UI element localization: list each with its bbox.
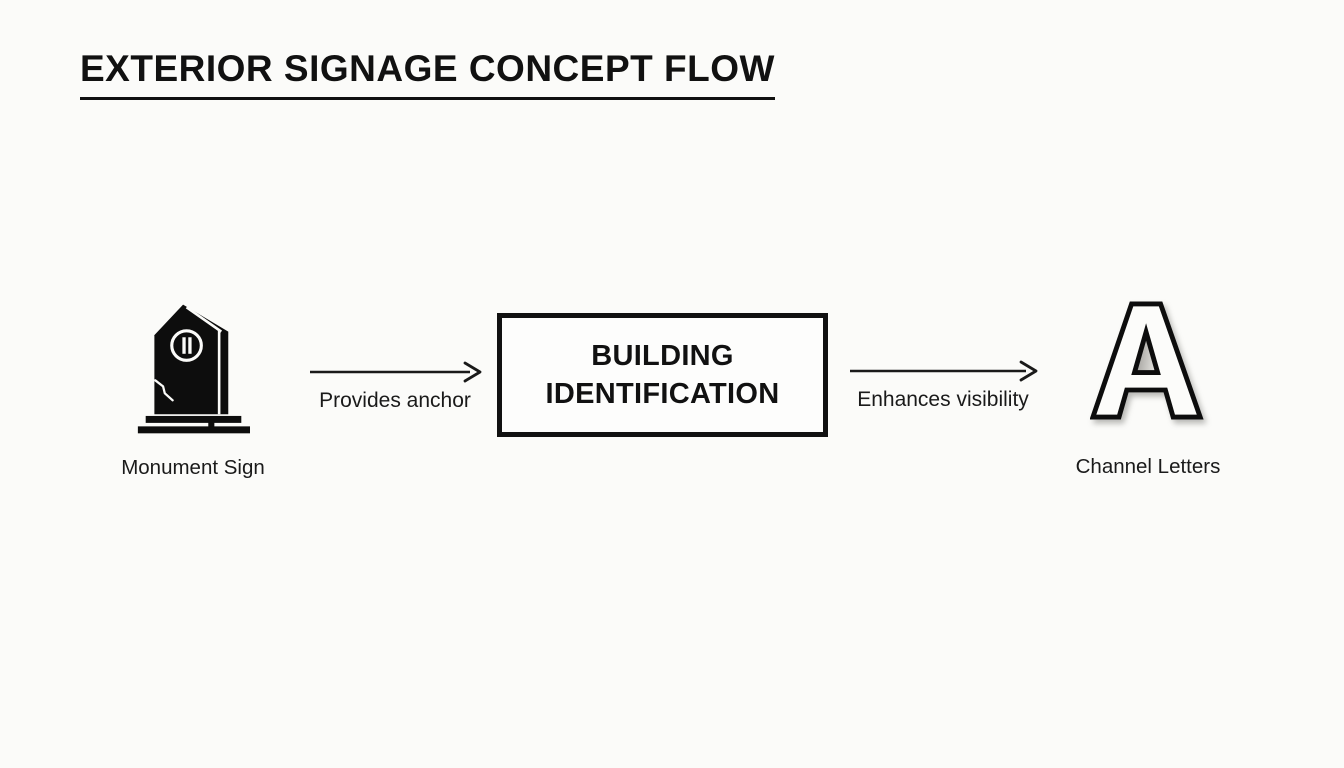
arrow-label-enhances-visibility: Enhances visibility <box>857 388 1029 411</box>
building-identification-box: BUILDING IDENTIFICATION <box>497 313 828 437</box>
node-channel-letters: Channel Letters <box>1058 301 1238 479</box>
node-monument-sign: Monument Sign <box>108 293 278 480</box>
monument-sign-label: Monument Sign <box>121 456 265 479</box>
arrow-enhances-visibility <box>850 360 1038 382</box>
arrow-provides-anchor <box>310 361 482 383</box>
channel-letters-label: Channel Letters <box>1075 455 1221 478</box>
building-identification-label: BUILDING IDENTIFICATION <box>545 339 780 410</box>
page-title: EXTERIOR SIGNAGE CONCEPT FLOW <box>80 48 775 100</box>
channel-letter-a-icon <box>1090 301 1204 420</box>
arrow-label-provides-anchor: Provides anchor <box>319 389 471 412</box>
monument-sign-icon <box>137 304 250 434</box>
